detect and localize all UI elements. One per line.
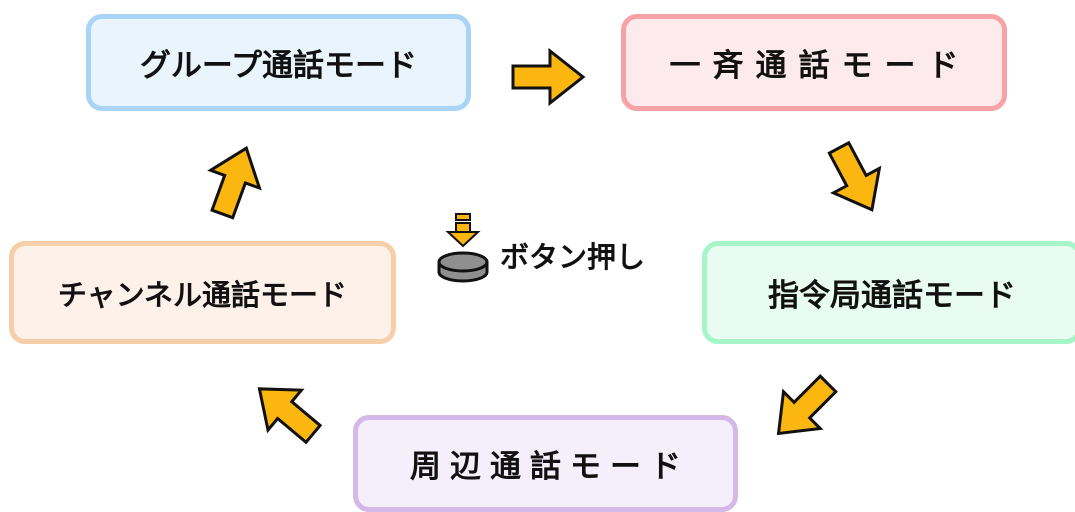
button-press-label: ボタン押し [500, 240, 646, 274]
dispatch-call-mode-label: 指令局通話モード [768, 278, 1016, 314]
arrow-icon-broadcast-to-dispatch [827, 140, 882, 212]
channel-call-mode-box: チャンネル通話モード [9, 241, 396, 344]
peripheral-call-mode-label: 周辺通話モード [410, 449, 690, 485]
broadcast-call-mode-label: 一斉通話モード [669, 48, 971, 84]
peripheral-call-mode-box: 周辺通話モード [353, 415, 738, 512]
group-call-mode-label: グループ通話モード [139, 48, 418, 84]
arrow-icon-peripheral-to-channel [257, 387, 323, 445]
channel-call-mode-label: チャンネル通話モード [57, 277, 348, 312]
group-call-mode-box: グループ通話モード [86, 14, 471, 111]
button-press-indicator: ボタン押し [436, 212, 666, 283]
arrow-icon-channel-to-group [207, 145, 262, 220]
button-press-icon [437, 213, 489, 283]
broadcast-call-mode-box: 一斉通話モード [621, 14, 1007, 111]
dispatch-call-mode-box: 指令局通話モード [702, 241, 1075, 344]
arrow-icon-dispatch-to-peripheral [776, 374, 838, 436]
arrow-icon-group-to-broadcast [511, 47, 586, 107]
